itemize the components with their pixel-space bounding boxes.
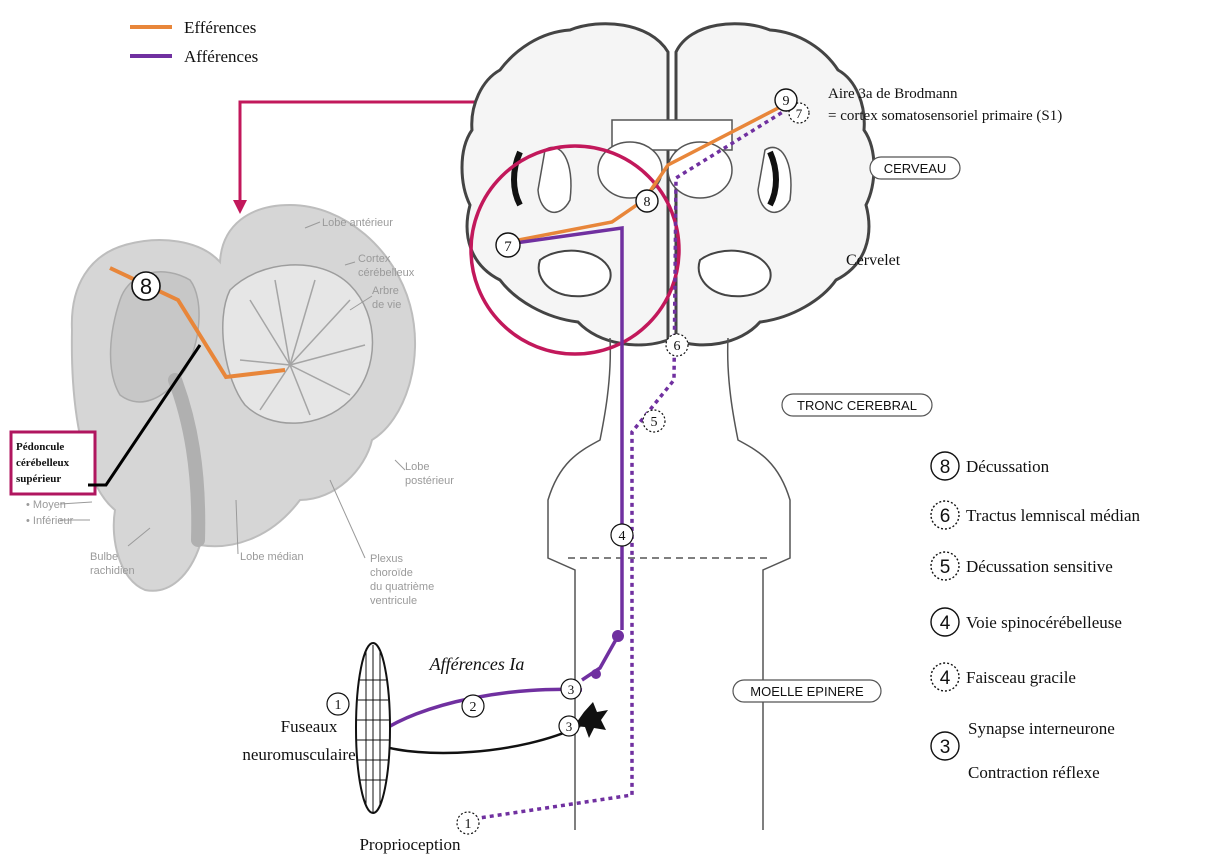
- key-number-3: 3: [940, 737, 951, 758]
- key-text-gracile: Faisceau gracile: [966, 668, 1076, 687]
- marker-7-cerebellum-label: 7: [504, 239, 512, 255]
- cerebellum-label: Cervelet: [846, 252, 901, 269]
- key-number-5: 5: [940, 557, 951, 578]
- brainstem-left-edge: [548, 338, 610, 830]
- zoom-arrowhead: [233, 200, 247, 214]
- marker-1-proprio-label: 1: [465, 817, 472, 832]
- label-inferieur: • Inférieur: [26, 515, 74, 527]
- label-lobe-median: Lobe médian: [240, 551, 304, 563]
- label-lobe-posterieur-line1: Lobe: [405, 461, 429, 473]
- key-text-reflex: Contraction réflexe: [968, 763, 1100, 782]
- key-number-8: 8: [940, 457, 951, 478]
- legend: Efférences Afférences: [130, 18, 258, 66]
- cortex-label-line2: = cortex somatosensoriel primaire (S1): [828, 108, 1062, 124]
- label-arbre-line2: de vie: [372, 299, 401, 311]
- brainstem-right-edge: [728, 338, 790, 830]
- peduncle-line2: cérébelleux: [16, 457, 70, 469]
- efferent-legend-label: Efférences: [184, 18, 256, 37]
- brainstem-label: TRONC CEREBRAL: [797, 398, 917, 413]
- key-text-lemniscal: Tractus lemniscal médian: [966, 506, 1141, 525]
- key-text-decussation-sensitive: Décussation sensitive: [966, 557, 1113, 576]
- key-text-decussation: Décussation: [966, 457, 1050, 476]
- inset-marker-8-label: 8: [140, 274, 152, 299]
- label-arbre-line1: Arbre: [372, 285, 399, 297]
- marker-3-upper-label: 3: [568, 682, 575, 697]
- label-plexus-line2: choroïde: [370, 567, 413, 579]
- synapse-dot: [591, 669, 601, 679]
- motor-efferent: [376, 726, 580, 753]
- spinal-label: MOELLE EPINERE: [750, 684, 864, 699]
- marker-8-thalamus-label: 8: [644, 195, 651, 210]
- label-lobe-anterieur: Lobe antérieur: [322, 217, 393, 229]
- cns-outline: [462, 24, 874, 830]
- afferent-ia-label: Afférences Ia: [429, 654, 525, 674]
- key: 8 Décussation 6 Tractus lemniscal médian…: [931, 452, 1141, 782]
- marker-7-cortex-label: 7: [796, 106, 803, 121]
- key-text-spinocerebellar: Voie spinocérébelleuse: [966, 613, 1122, 632]
- peduncle-line3: supérieur: [16, 473, 61, 485]
- brain-label: CERVEAU: [884, 161, 947, 176]
- marker-3-lower-label: 3: [566, 719, 573, 734]
- afferent-legend-label: Afférences: [184, 47, 258, 66]
- cortex-label-line1: Aire 3a de Brodmann: [828, 86, 958, 102]
- spindle-label-line2: neuromusculaire: [242, 745, 355, 764]
- arbor-vitae: [223, 265, 373, 423]
- spindle-label-line1: Fuseaux: [281, 717, 338, 736]
- label-bulbe-line2: rachidien: [90, 565, 135, 577]
- label-plexus-line4: ventricule: [370, 595, 417, 607]
- marker-5-label: 5: [651, 415, 658, 430]
- marker-1-spindle-label: 1: [335, 698, 342, 713]
- cerebellum-inset: Lobe antérieur Cortex cérébelleux Arbre …: [26, 205, 454, 607]
- motor-neuron-icon: [574, 702, 608, 738]
- label-moyen: • Moyen: [26, 499, 66, 511]
- marker-4-label: 4: [619, 529, 626, 544]
- key-number-6: 6: [940, 506, 951, 527]
- proprioception-label: Proprioception: [359, 835, 461, 854]
- label-cortex-line2: cérébelleux: [358, 267, 415, 279]
- key-number-4-dotted: 4: [940, 668, 951, 689]
- marker-9-label: 9: [783, 94, 790, 109]
- marker-6-label: 6: [674, 339, 681, 354]
- label-lobe-posterieur-line2: postérieur: [405, 475, 454, 487]
- marker-2-label: 2: [470, 700, 477, 715]
- peduncle-line1: Pédoncule: [16, 441, 64, 453]
- label-plexus-line1: Plexus: [370, 553, 404, 565]
- label-bulbe-line1: Bulbe: [90, 551, 118, 563]
- label-cortex-line1: Cortex: [358, 253, 391, 265]
- label-plexus-line3: du quatrième: [370, 581, 434, 593]
- key-number-4-solid: 4: [940, 613, 951, 634]
- key-text-synapse: Synapse interneurone: [968, 719, 1115, 738]
